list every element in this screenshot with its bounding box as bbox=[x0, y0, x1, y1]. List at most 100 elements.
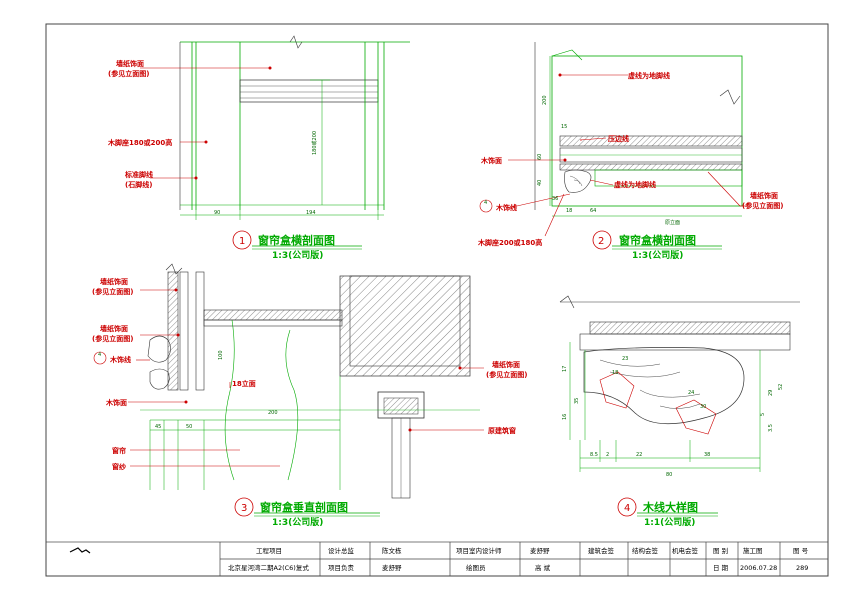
section-2-title: 窗帘盒横剖面图 bbox=[619, 233, 696, 247]
s2-wood-trim-label: 木饰线 bbox=[495, 203, 517, 212]
section-1-marker bbox=[232, 230, 252, 250]
s3-detail-marker-number: 4 bbox=[98, 352, 101, 358]
s4-dim-24: 24 bbox=[688, 390, 694, 396]
s3-wall-block bbox=[339, 275, 471, 377]
s2-wallpaper-ref-label: (参见立面图) bbox=[742, 201, 783, 210]
s4-dim-30: 30 bbox=[700, 404, 706, 410]
tb-project-lead-value: 麦舒野 bbox=[382, 563, 402, 572]
s3-dim-100: 100 bbox=[218, 350, 224, 360]
section-1-title: 窗帘盒横剖面图 bbox=[258, 233, 335, 247]
s4-dim-29: 29 bbox=[768, 390, 774, 396]
s2-press-strip bbox=[559, 135, 743, 147]
section-1-drawing bbox=[140, 35, 410, 220]
section-2-marker bbox=[592, 230, 612, 250]
s3-dim-45: 45 bbox=[155, 424, 161, 430]
s2-detail-marker bbox=[479, 199, 493, 213]
s3-detail-marker bbox=[93, 351, 107, 365]
s4-dim-18: 18 bbox=[612, 370, 618, 376]
s2-dim-18: 18 bbox=[566, 208, 572, 214]
s3-sheer-label: 窗纱 bbox=[112, 462, 126, 471]
section-1-caption bbox=[232, 230, 362, 250]
s3-wallpaper-right-label: 墙纸饰面 bbox=[492, 360, 520, 369]
s2-skirting-label: 木脚座200或180高 bbox=[477, 238, 542, 247]
section-3-title: 窗帘盒垂直剖面图 bbox=[260, 500, 348, 514]
s3-wood-face-label: 木饰面 bbox=[105, 398, 127, 407]
section-2-number: 2 bbox=[598, 236, 604, 247]
s2-dim-40: 40 bbox=[537, 180, 543, 186]
s1-skirting-label: 木脚座180或200高 bbox=[107, 138, 172, 147]
section-1-number: 1 bbox=[239, 236, 245, 247]
tb-interior-designer-label: 项目室内设计师 bbox=[456, 546, 502, 555]
section-4-scale: 1:1(公司版) bbox=[644, 516, 695, 528]
s2-wallpaper-label: 墙纸饰面 bbox=[750, 191, 778, 200]
section-3-caption bbox=[234, 497, 380, 517]
s3-wallpaper-mid-label: 墙纸饰面 bbox=[100, 324, 128, 333]
section-2-caption bbox=[592, 230, 722, 250]
section-3-number: 3 bbox=[241, 503, 247, 514]
s3-curtain-label: 窗帘 bbox=[112, 446, 126, 455]
s4-dim-52: 52 bbox=[778, 384, 784, 390]
s2-press-line-label: 压边线 bbox=[608, 134, 629, 143]
s1-wallpaper-label: 墙纸饰面 bbox=[116, 59, 144, 68]
s1-std-skirting-label: 标准脚线 bbox=[124, 170, 153, 179]
s4-dim-16: 16 bbox=[562, 414, 568, 420]
tb-design-chief-value: 陈文栋 bbox=[382, 546, 402, 555]
s4-dim-3-5: 3.5 bbox=[768, 424, 774, 432]
s2-dim-64: 64 bbox=[590, 208, 596, 214]
section-4-caption bbox=[617, 497, 718, 517]
tb-drawing-type-label: 图 别 bbox=[713, 546, 728, 555]
section-2-scale: 1:3(公司版) bbox=[632, 249, 683, 261]
s1-dim-194: 194 bbox=[306, 210, 316, 216]
tb-design-chief-label: 设计总监 bbox=[328, 546, 355, 555]
s4-dim-22: 22 bbox=[636, 452, 642, 458]
s2-dim-200: 200 bbox=[542, 95, 548, 105]
s2-wood-face-label: 木饰面 bbox=[480, 156, 502, 165]
s4-dim-23: 23 bbox=[622, 356, 628, 362]
s2-dim-15: 15 bbox=[561, 124, 567, 130]
tb-drafter-value: 高 斌 bbox=[535, 563, 551, 572]
section-3-scale: 1:3(公司版) bbox=[272, 516, 323, 528]
tb-arch-sign: 建筑会签 bbox=[588, 546, 615, 555]
s2-dashed-floor2-label: 虚线为地脚线 bbox=[614, 180, 656, 189]
s3-dim-200: 200 bbox=[268, 410, 278, 416]
section-1-scale: 1:3(公司版) bbox=[272, 249, 323, 261]
tb-date-value: 2006.07.28 bbox=[740, 564, 777, 572]
s4-dim-35: 35 bbox=[574, 398, 580, 404]
s4-dim-5: 5 bbox=[760, 413, 766, 416]
s3-window-label: 原建筑窗 bbox=[488, 426, 516, 435]
s4-dim-38: 38 bbox=[704, 452, 710, 458]
tb-date-label: 日 期 bbox=[713, 564, 729, 572]
section-4-title: 木线大样图 bbox=[642, 500, 698, 514]
s3-curtain-rail-label: 18立面 bbox=[232, 379, 256, 388]
tb-drawing-no-label: 图 号 bbox=[793, 547, 809, 555]
s4-dim-2: 2 bbox=[606, 452, 609, 458]
s1-wallpaper-ref-label: (参见立面图) bbox=[108, 69, 149, 78]
s1-dim-90: 90 bbox=[214, 210, 220, 216]
s4-dim-8-5: 8.5 bbox=[590, 452, 598, 458]
s3-wallpaper-top-ref-label: (参见立面图) bbox=[92, 287, 133, 296]
tb-drafter-label: 绘图员 bbox=[466, 563, 486, 572]
s2-dashed-floor-label: 虚线为地脚线 bbox=[628, 71, 670, 80]
tb-project-label: 工程项目 bbox=[256, 546, 282, 555]
s3-dim-50: 50 bbox=[186, 424, 192, 430]
tb-interior-designer-value: 麦舒野 bbox=[530, 546, 550, 555]
s3-wallpaper-right-ref-label: (参见立面图) bbox=[486, 370, 527, 379]
s3-wood-trim-label: 木饰线 bbox=[109, 355, 131, 364]
tb-drawing-no-value: 289 bbox=[796, 564, 808, 572]
title-block bbox=[45, 541, 829, 577]
tb-drawing-type-value: 施工图 bbox=[743, 546, 763, 555]
s1-dim-height: 180或200 bbox=[311, 131, 318, 155]
tb-mep-sign: 机电会签 bbox=[672, 546, 699, 555]
tb-project-value: 北京星河湾二期A2(C6)复式 bbox=[228, 563, 309, 572]
s4-wood-profile bbox=[583, 347, 745, 425]
section-3-marker bbox=[234, 497, 254, 517]
s3-wallpaper-mid-ref-label: (参见立面图) bbox=[92, 334, 133, 343]
section-4-number: 4 bbox=[624, 503, 630, 514]
tb-struct-sign: 结构会签 bbox=[632, 546, 659, 555]
company-logo bbox=[69, 547, 91, 554]
section-4-drawing bbox=[559, 295, 800, 472]
s1-stone-skirting-label: (石脚线) bbox=[125, 180, 152, 189]
section-4-marker bbox=[617, 497, 637, 517]
s3-wallpaper-top-label: 墙纸饰面 bbox=[100, 277, 128, 286]
